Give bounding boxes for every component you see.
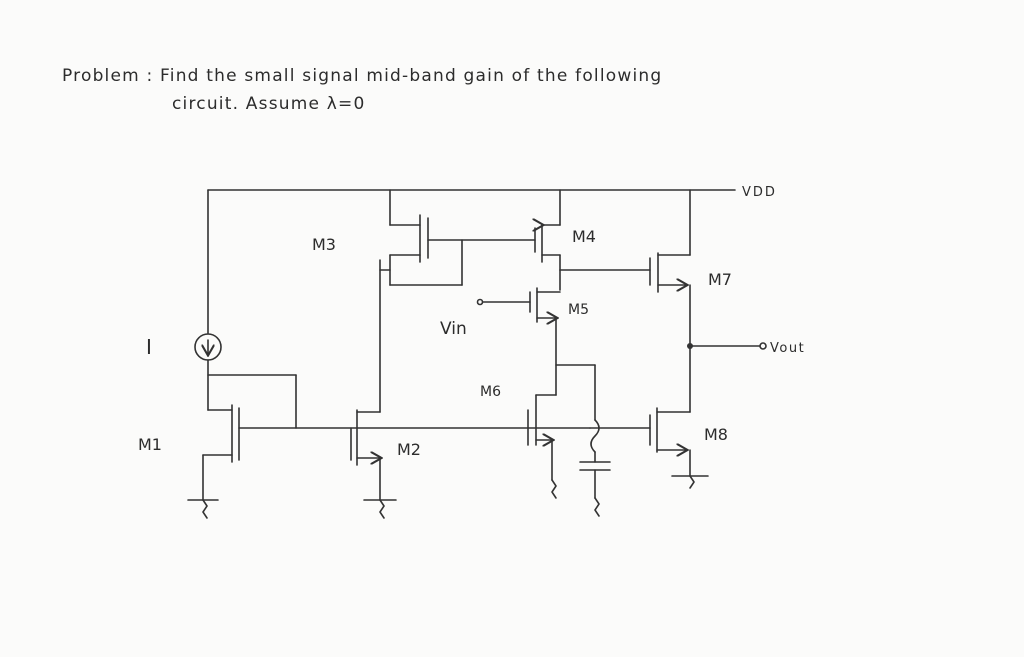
label-m7: M7: [708, 270, 732, 289]
problem-statement: Problem : Find the small signal mid-band…: [62, 62, 922, 118]
label-m3: M3: [312, 235, 336, 254]
current-source-branch: [194, 189, 222, 411]
label-m1: M1: [138, 435, 162, 454]
transistor-m2: [350, 259, 397, 519]
label-vdd: VDD: [742, 185, 777, 200]
transistor-m7: [649, 189, 691, 413]
label-vout: Vout: [770, 341, 805, 356]
transistor-m4: [535, 189, 651, 291]
label-current-source: I: [146, 335, 152, 359]
label-vin: Vin: [440, 319, 467, 339]
transistor-m3: [379, 189, 536, 286]
problem-line-1: Problem : Find the small signal mid-band…: [62, 66, 663, 86]
label-m8: M8: [704, 425, 728, 444]
label-m5: M5: [568, 302, 589, 318]
label-m4: M4: [572, 227, 596, 246]
vout-node: [687, 342, 767, 350]
label-m6: M6: [480, 384, 501, 400]
label-m2: M2: [397, 440, 421, 459]
transistor-m5: [476, 287, 561, 396]
vin-terminal: [476, 298, 484, 306]
transistor-m6: [527, 364, 611, 517]
transistor-m8: [589, 407, 709, 489]
problem-line-2: circuit. Assume λ=0: [172, 94, 366, 114]
transistor-m1: [187, 374, 591, 519]
